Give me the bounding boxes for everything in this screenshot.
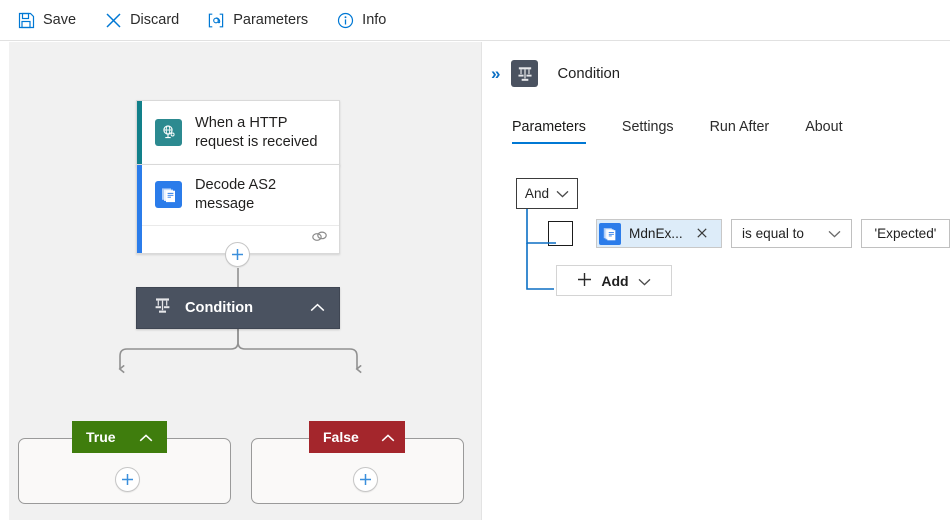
decode-title: Decode AS2 message (195, 177, 277, 212)
chevron-down-icon (828, 226, 841, 241)
condition-scale-icon (153, 296, 172, 320)
tab-settings[interactable]: Settings (621, 119, 674, 135)
chevron-down-icon (556, 186, 569, 201)
add-step-button-1[interactable] (225, 242, 250, 267)
add-step-button-false[interactable] (353, 467, 378, 492)
chevron-down-icon (638, 273, 651, 289)
chevron-up-icon[interactable] (117, 429, 153, 445)
condition-value-input[interactable]: 'Expected' (860, 219, 950, 248)
decode-accent-bar (137, 165, 142, 253)
panel-divider (481, 42, 482, 520)
node-http-trigger[interactable]: When a HTTP request is received (136, 100, 340, 166)
tab-run-after[interactable]: Run After (709, 119, 770, 135)
trigger-title: When a HTTP request is received (195, 115, 318, 150)
details-panel: » Condition Parameters Settings Run Afte… (482, 42, 950, 520)
as2-document-icon (599, 222, 621, 245)
as2-document-icon (155, 181, 182, 209)
tab-parameters[interactable]: Parameters (512, 114, 586, 144)
tab-about[interactable]: About (805, 119, 843, 135)
trigger-accent-bar (137, 101, 142, 165)
chain-link-icon[interactable] (311, 230, 328, 248)
info-button[interactable]: Info (333, 0, 399, 41)
discard-button[interactable]: Discard (101, 0, 192, 41)
panel-title: Condition (557, 65, 620, 82)
branch-label-false: False (323, 429, 359, 445)
double-chevron-right-icon[interactable]: » (491, 63, 501, 83)
http-request-icon (155, 119, 182, 147)
node-condition[interactable]: Condition (136, 287, 340, 329)
token-label: MdnEx... (629, 226, 683, 241)
close-x-icon[interactable] (697, 226, 707, 241)
plus-icon (577, 272, 592, 290)
panel-header: » Condition (482, 42, 950, 87)
parameters-label: Parameters (233, 12, 309, 28)
save-button[interactable]: Save (14, 0, 89, 41)
decode-card-footer (137, 224, 339, 253)
add-condition-button[interactable]: Add (556, 265, 672, 296)
info-circle-icon (335, 10, 355, 30)
panel-tabs: Parameters Settings Run After About (512, 114, 950, 144)
chevron-up-icon[interactable] (359, 429, 395, 445)
workflow-canvas[interactable]: When a HTTP request is received (9, 42, 481, 520)
condition-value-text: 'Expected' (874, 226, 937, 241)
chevron-up-icon[interactable] (310, 299, 325, 317)
operator-dropdown[interactable]: is equal to (731, 219, 852, 248)
discard-label: Discard (130, 12, 180, 28)
node-decode-as2[interactable]: Decode AS2 message (136, 164, 340, 254)
save-icon (16, 10, 36, 30)
discard-x-icon (103, 10, 123, 30)
condition-scale-icon (511, 60, 539, 87)
logic-operator-value: And (524, 186, 550, 201)
condition-title: Condition (185, 300, 254, 316)
branch-header-true[interactable]: True (72, 421, 167, 453)
branch-header-false[interactable]: False (309, 421, 405, 453)
condition-tree-lines (526, 209, 556, 290)
toolbar: Save Discard Parameters Info (0, 0, 950, 41)
condition-row-checkbox[interactable] (548, 221, 573, 246)
save-label: Save (43, 12, 77, 28)
logic-operator-dropdown[interactable]: And (516, 178, 578, 209)
parameters-at-icon (206, 10, 226, 30)
condition-builder: And MdnEx... (516, 178, 950, 296)
parameters-button[interactable]: Parameters (204, 0, 321, 41)
add-label: Add (601, 272, 629, 289)
operator-value: is equal to (742, 226, 804, 241)
token-chip-mdn[interactable]: MdnEx... (596, 219, 722, 248)
info-label: Info (362, 12, 387, 28)
add-step-button-true[interactable] (115, 467, 140, 492)
branch-label-true: True (86, 429, 116, 445)
condition-row: MdnEx... is equal to 'Expected' (548, 219, 950, 248)
